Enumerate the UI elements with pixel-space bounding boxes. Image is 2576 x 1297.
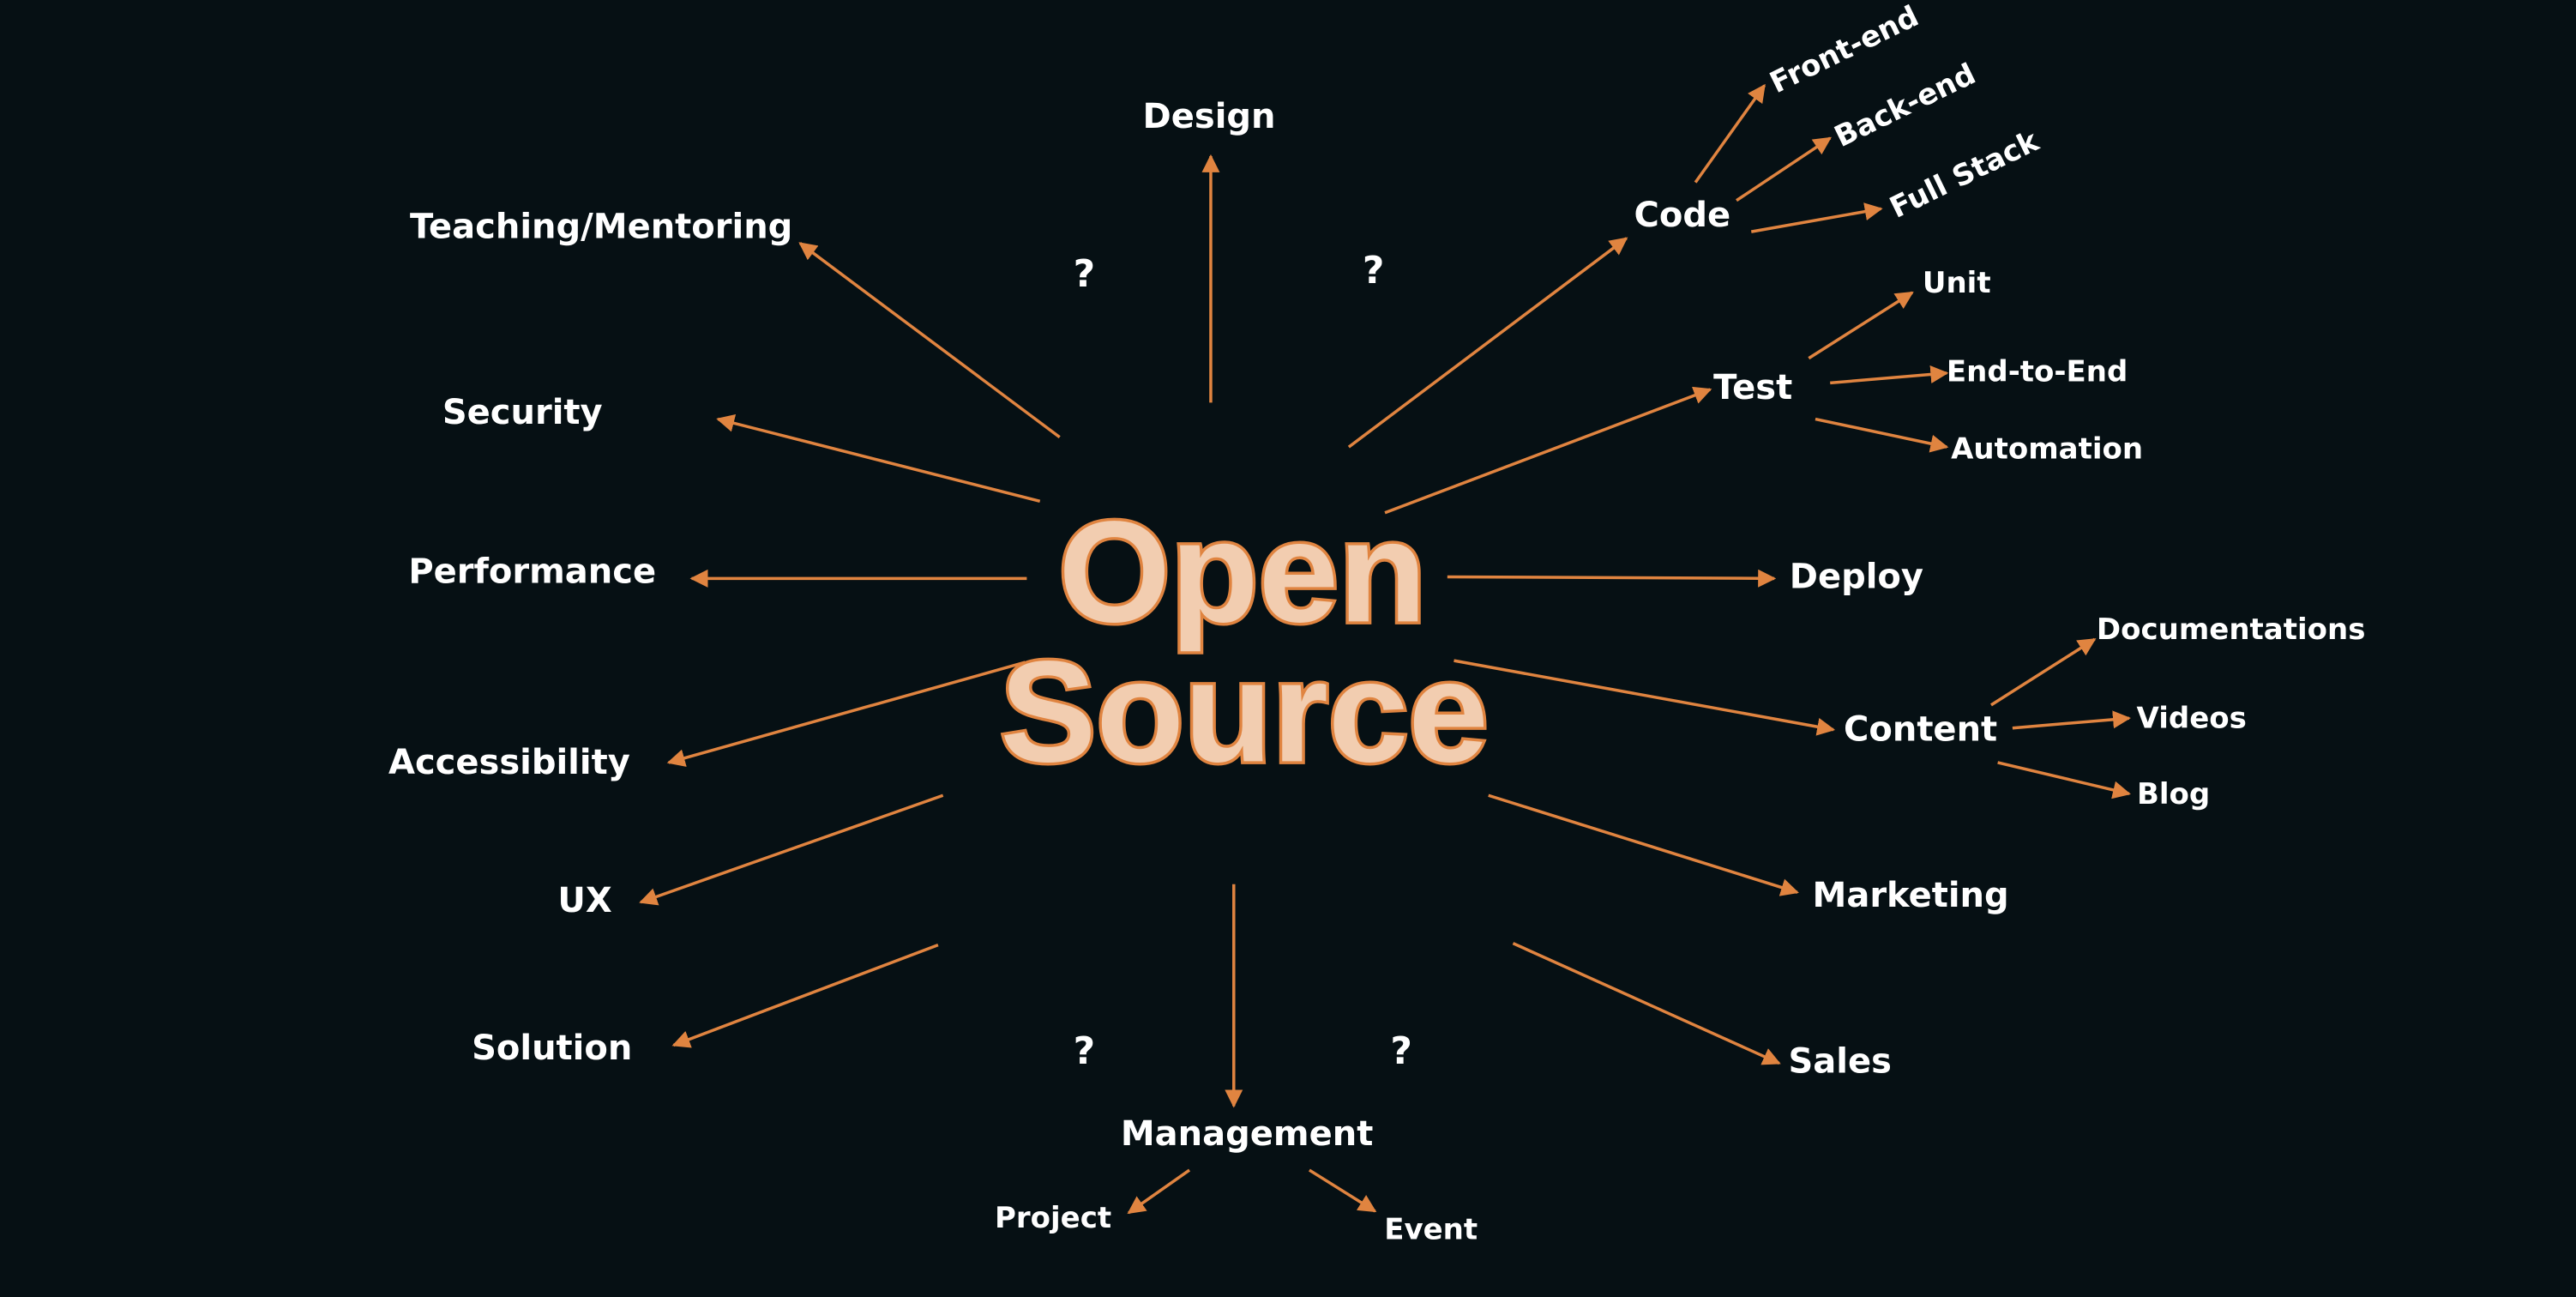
node-end-to-end: End-to-End (1947, 354, 2128, 389)
unknown-role-marker: ? (1390, 1029, 1412, 1073)
node-event: Event (1384, 1212, 1478, 1246)
arrow-to-event (1308, 1168, 1377, 1213)
unknown-role-marker: ? (1363, 249, 1385, 293)
node-test: Test (1713, 368, 1792, 407)
node-management: Management (1121, 1114, 1373, 1154)
arrow-to-ux (639, 793, 944, 906)
labels: DesignTeaching/MentoringSecurityPerforma… (388, 0, 2365, 1246)
arrow-to-code (1347, 237, 1628, 449)
arrow-to-teaching (798, 242, 1061, 439)
node-blog: Blog (2137, 777, 2210, 811)
title-open: Open (1058, 491, 1426, 652)
node-ux: UX (557, 881, 611, 920)
arrow-to-deploy (1447, 569, 1777, 588)
arrow-to-full-stack (1750, 202, 1883, 233)
arrow-to-documentations (1990, 637, 2097, 707)
arrow-to-project (1127, 1168, 1191, 1215)
node-solution: Solution (472, 1029, 632, 1068)
arrow-to-solution (671, 943, 939, 1048)
node-documentations: Documentations (2097, 612, 2366, 647)
arrow-to-accessibility (666, 661, 1026, 767)
node-back-end: Back-end (1829, 57, 1981, 154)
node-design: Design (1143, 97, 1276, 136)
node-accessibility: Accessibility (388, 743, 630, 782)
node-security: Security (442, 393, 603, 432)
arrow-to-security (716, 414, 1041, 504)
unknown-role-marker: ? (1074, 252, 1096, 296)
node-front-end: Front-end (1765, 0, 1924, 100)
arrow-to-end-to-end (1830, 365, 1949, 385)
node-videos: Videos (2137, 702, 2247, 736)
arrow-to-automation (1815, 417, 1949, 453)
title-source: Source (1000, 630, 1489, 792)
arrow-to-test (1384, 386, 1712, 515)
arrow-to-unit (1808, 291, 1914, 360)
node-content: Content (1844, 710, 1997, 750)
arrows (639, 83, 2131, 1215)
arrow-to-back-end (1736, 136, 1832, 202)
arrow-to-videos (2012, 710, 2131, 730)
node-sales: Sales (1788, 1042, 1891, 1082)
node-code: Code (1634, 196, 1730, 235)
node-unit: Unit (1923, 266, 1991, 300)
node-teaching: Teaching/Mentoring (410, 207, 792, 246)
arrow-to-front-end (1694, 83, 1766, 184)
arrow-to-marketing (1488, 793, 1799, 896)
node-project: Project (995, 1201, 1111, 1235)
arrow-to-blog (1997, 761, 2131, 799)
node-performance: Performance (408, 552, 656, 592)
unknown-role-marker: ? (1074, 1029, 1096, 1073)
arrow-to-content (1454, 659, 1836, 736)
node-full-stack: Full Stack (1885, 124, 2045, 226)
node-deploy: Deploy (1790, 557, 1923, 596)
node-marketing: Marketing (1813, 876, 2009, 915)
arrow-to-sales (1512, 942, 1781, 1065)
node-automation: Automation (1951, 431, 2143, 466)
